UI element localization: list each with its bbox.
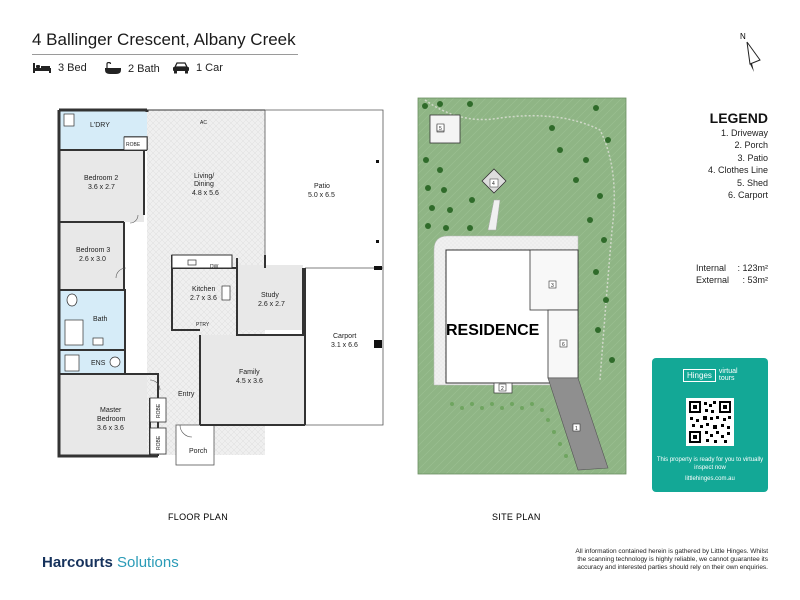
carport-size: 3.1 x 6.6 bbox=[331, 342, 358, 349]
bedroom-3-label: Bedroom 3 bbox=[76, 247, 110, 254]
area-summary: Internal : 123m² External : 53m² bbox=[696, 262, 768, 286]
site-marker-4: 4 bbox=[492, 181, 495, 187]
site-marker-5: 5 bbox=[439, 126, 442, 132]
bath-label: Bath bbox=[93, 316, 108, 323]
agency-logo-bold: Harcourts bbox=[42, 554, 113, 571]
living-label: Living/ bbox=[194, 173, 214, 180]
toilet-icon bbox=[66, 293, 78, 307]
agency-logo: Harcourts Solutions bbox=[42, 554, 179, 571]
ac-label: AC bbox=[200, 120, 207, 126]
legend-item: 3. Patio bbox=[737, 152, 768, 163]
car-icon bbox=[173, 62, 189, 74]
floor-plan-caption: FLOOR PLAN bbox=[168, 512, 228, 522]
master-size: 3.6 x 3.6 bbox=[97, 425, 124, 432]
ensuite-label: ENS bbox=[91, 360, 106, 367]
master-label: Master bbox=[100, 407, 122, 414]
master-bedroom-floor bbox=[59, 374, 158, 456]
shower-icon bbox=[64, 319, 84, 346]
bed-icon bbox=[33, 63, 51, 73]
legend-title: LEGEND bbox=[709, 110, 768, 126]
external-area-value: : 53m² bbox=[742, 275, 768, 285]
porch-label: Porch bbox=[189, 448, 207, 455]
living-size: 4.8 x 5.6 bbox=[192, 190, 219, 197]
site-patio bbox=[529, 249, 579, 311]
entry-label: Entry bbox=[178, 391, 195, 398]
compass-label: N bbox=[740, 32, 746, 41]
carport-label: Carport bbox=[333, 333, 356, 340]
site-marker-1: 1 bbox=[575, 426, 578, 432]
bedroom-2-size: 3.6 x 2.7 bbox=[88, 184, 115, 191]
laundry-label: L'DRY bbox=[90, 122, 110, 129]
patio-outline bbox=[264, 109, 384, 268]
dishwasher-label: DW bbox=[210, 264, 219, 270]
property-address: 4 Ballinger Crescent, Albany Creek bbox=[32, 30, 296, 49]
study-label: Study bbox=[261, 292, 279, 299]
virtual-tour-card[interactable]: Hinges virtual tours This property is re… bbox=[652, 358, 768, 492]
legend-item: 1. Driveway bbox=[720, 128, 768, 138]
bedroom-3-size: 2.6 x 3.0 bbox=[79, 256, 106, 263]
hinges-logo-suffix-2: tours bbox=[718, 375, 735, 382]
legend-item: 4. Clothes Line bbox=[707, 165, 768, 176]
title-divider bbox=[32, 54, 298, 55]
study-floor bbox=[238, 265, 303, 330]
car-count-label: 1 Car bbox=[196, 62, 223, 74]
virtual-tour-message: This property is ready for you to virtua… bbox=[656, 457, 764, 471]
bath-icon bbox=[105, 62, 121, 74]
site-plan-caption: SITE PLAN bbox=[492, 512, 541, 522]
study-size: 2.6 x 2.7 bbox=[258, 301, 285, 308]
legend-list: 1. Driveway 2. Porch 3. Patio 4. Clothes… bbox=[708, 127, 768, 201]
internal-area-value: : 123m² bbox=[737, 263, 768, 273]
internal-area-label: Internal bbox=[696, 263, 727, 273]
residence-label: RESIDENCE bbox=[446, 322, 540, 339]
hinges-logo: Hinges virtual tours bbox=[683, 368, 738, 382]
qr-code-icon[interactable] bbox=[686, 398, 734, 446]
kitchen-label: Kitchen bbox=[192, 286, 215, 293]
hinges-logo-brand: Hinges bbox=[683, 368, 716, 382]
robe-top-label: ROBE bbox=[126, 142, 141, 148]
external-area-label: External bbox=[696, 275, 730, 285]
bath-count: 2 Bath bbox=[104, 62, 160, 75]
north-arrow-icon: N bbox=[740, 32, 761, 72]
disclaimer-text: All information contained herein is gath… bbox=[575, 548, 768, 571]
pantry-label: PTRY bbox=[196, 322, 210, 328]
laundry-tub-icon bbox=[63, 113, 75, 127]
patio-size: 5.0 x 6.5 bbox=[308, 192, 335, 199]
virtual-tour-url[interactable]: littlehinges.com.au bbox=[685, 476, 735, 482]
master-label-2: Bedroom bbox=[97, 416, 126, 423]
floor-plan: L'DRY ROBE AC Bedroom 2 3.6 x 2.7 Living… bbox=[57, 108, 384, 466]
shed bbox=[429, 114, 461, 144]
car-count: 1 Car bbox=[172, 62, 223, 74]
kitchen-size: 2.7 x 3.6 bbox=[190, 295, 217, 302]
hinges-logo-suffix-1: virtual bbox=[718, 368, 738, 375]
site-marker-2: 2 bbox=[501, 386, 504, 392]
family-size: 4.5 x 3.6 bbox=[236, 378, 263, 385]
bedroom-2-label: Bedroom 2 bbox=[84, 175, 118, 182]
carport-outline bbox=[305, 267, 384, 426]
legend-item: 5. Shed bbox=[736, 177, 768, 188]
compass: N bbox=[738, 30, 766, 81]
family-label: Family bbox=[239, 369, 260, 376]
living-label-2: Dining bbox=[194, 181, 214, 188]
agency-logo-light: Solutions bbox=[117, 554, 179, 571]
bed-count: 3 Bed bbox=[32, 62, 87, 74]
robe-mid-label: ROBE bbox=[156, 403, 162, 418]
family-floor bbox=[200, 335, 305, 425]
site-marker-3: 3 bbox=[551, 283, 554, 289]
robe-low-label: ROBE bbox=[156, 435, 162, 450]
bed-count-label: 3 Bed bbox=[58, 62, 87, 74]
bedroom-3-floor bbox=[59, 222, 124, 290]
bath-count-label: 2 Bath bbox=[128, 62, 160, 75]
bedroom-2-floor bbox=[59, 150, 144, 222]
site-marker-6: 6 bbox=[562, 342, 565, 348]
legend-item: 2. Porch bbox=[734, 140, 768, 151]
site-plan: 5 4 3 6 2 1 RESIDENCE bbox=[417, 97, 627, 475]
legend-item: 6. Carport bbox=[727, 190, 768, 201]
patio-label: Patio bbox=[314, 183, 330, 190]
